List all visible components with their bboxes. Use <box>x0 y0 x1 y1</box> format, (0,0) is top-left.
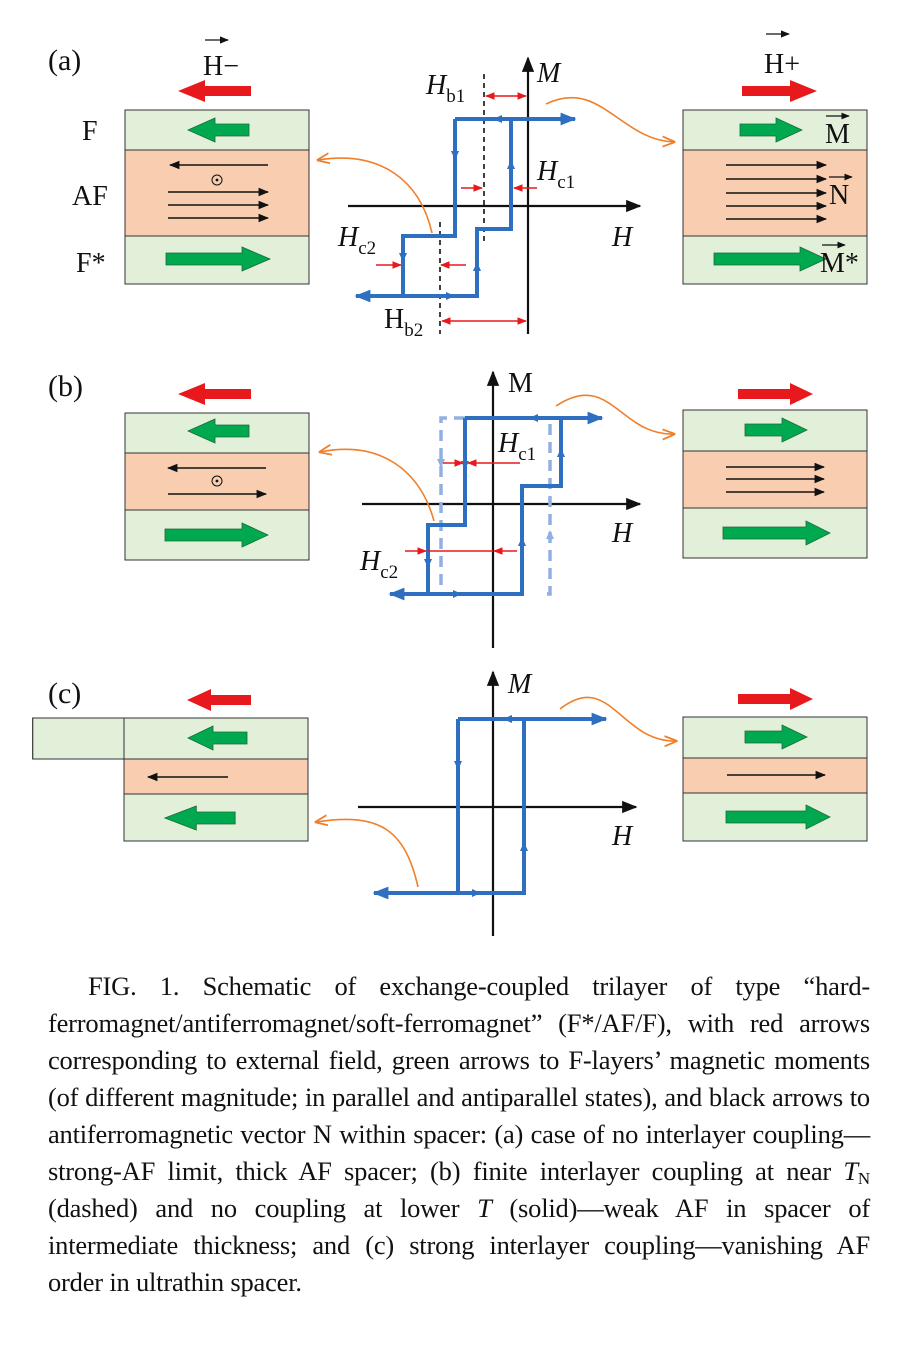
field-label-h-plus: H+ <box>764 30 800 80</box>
label-hb2: Hb2 <box>384 304 423 341</box>
moment-arrow-f-star <box>165 246 272 272</box>
connector-left <box>320 449 435 522</box>
axis-label-h: H <box>611 222 634 253</box>
field-arrow-left <box>187 689 251 711</box>
connector-right <box>555 394 674 434</box>
caption-text-2: (dashed) and no coupling at lower <box>48 1193 478 1223</box>
trilayer-right: M N M* <box>682 109 868 285</box>
figure-1: (a) H− F AF F* M H <box>32 30 868 936</box>
panel-label: (c) <box>48 677 81 710</box>
field-label-h-minus: H− <box>203 36 239 82</box>
layer-label-f: F <box>82 116 98 147</box>
connector-left <box>318 158 433 234</box>
connector-right <box>545 97 674 142</box>
panel-c: (c) M H <box>32 669 868 936</box>
panel-b: (b) M H <box>48 368 868 648</box>
vector-label-n: N <box>829 180 849 211</box>
connector-right <box>559 696 676 741</box>
trilayer-right <box>682 716 868 842</box>
panel-label: (b) <box>48 370 83 403</box>
vector-label-m: M <box>825 119 850 150</box>
panel-a: (a) H− F AF F* M H <box>48 30 868 341</box>
caption-text-3: (solid)—weak AF in spacer of intermediat… <box>48 1193 870 1297</box>
hysteresis-loop-c: M H <box>316 669 676 936</box>
caption-fig-label: FIG. 1. <box>88 971 180 1001</box>
field-arrow-left <box>178 80 251 102</box>
connector-left <box>316 819 419 888</box>
axis-label-h: H <box>611 518 634 549</box>
trilayer-left <box>32 717 309 842</box>
axis-label-m: M <box>536 58 562 89</box>
label-hc2: Hc2 <box>337 222 376 259</box>
label-hb1: Hb1 <box>425 70 465 107</box>
field-arrow-right <box>738 383 813 405</box>
trilayer-left <box>124 412 310 561</box>
axis-label-m: M <box>508 368 533 399</box>
moment-arrow-f <box>187 117 250 143</box>
figure-caption: FIG. 1. Schematic of exchange-coupled tr… <box>48 968 870 1301</box>
hysteresis-loop-a: M H Hb1 Hc1 Hc2 Hb2 <box>318 56 674 341</box>
vector-label-m-star: M* <box>820 248 859 279</box>
field-arrow-right <box>742 80 817 102</box>
label-hc1: Hc1 <box>497 428 536 465</box>
layer-label-f-star: F* <box>76 248 106 279</box>
caption-tn: TN <box>843 1156 870 1188</box>
trilayer-left <box>124 109 310 285</box>
panel-label: (a) <box>48 44 81 77</box>
field-arrow-left <box>178 383 251 405</box>
axis-label-h: H <box>611 821 634 852</box>
field-arrow-right <box>738 688 813 710</box>
label-hc1: Hc1 <box>536 156 575 193</box>
layer-label-af: AF <box>72 181 108 212</box>
label-hc2: Hc2 <box>359 546 398 583</box>
svg-text:H+: H+ <box>764 49 800 80</box>
trilayer-right <box>682 409 868 559</box>
out-of-plane-icon <box>211 475 223 487</box>
axis-label-m: M <box>507 669 533 700</box>
svg-text:H−: H− <box>203 51 239 82</box>
caption-t-var: T <box>477 1193 492 1223</box>
caption-text-1: Schematic of exchange-coupled trilayer o… <box>48 971 870 1186</box>
out-of-plane-icon <box>211 174 223 186</box>
hysteresis-loop-b: M H Hc1 Hc2 <box>320 368 674 648</box>
